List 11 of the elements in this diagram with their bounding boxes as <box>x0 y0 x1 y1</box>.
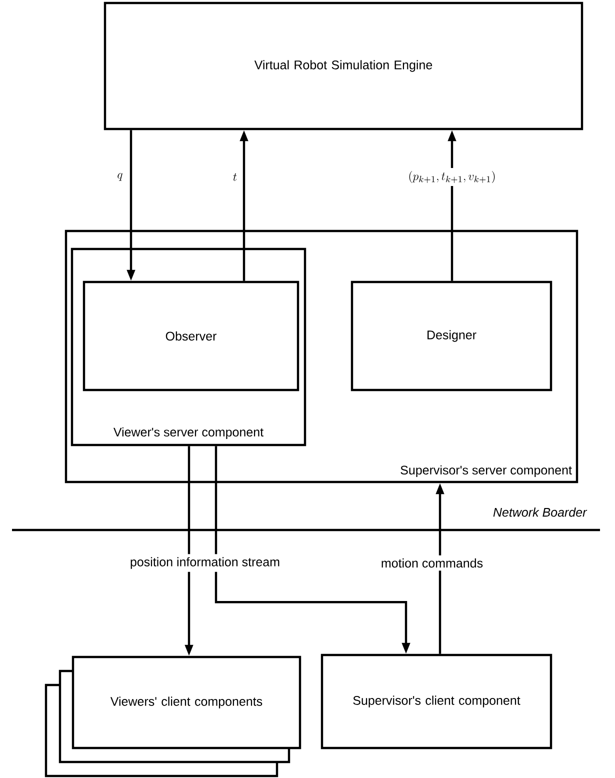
edge-label: position information stream <box>126 554 284 572</box>
process-box: Supervisor's client component <box>320 654 552 750</box>
border-label: Network Boarder <box>493 508 588 517</box>
engine-box: Virtual Robot Simulation Engine <box>104 2 584 130</box>
edge-label: $(p_{k+1},t_{k+1},v_{k+1})$ <box>405 168 499 186</box>
process-box: Observer <box>82 280 300 392</box>
edge-label: $q$ <box>118 173 122 181</box>
process-box: Designer <box>350 280 552 392</box>
edge-label: motion commands <box>378 555 486 571</box>
edge-label: $t$ <box>233 173 237 181</box>
stacked-box: Viewers' client components <box>44 656 302 778</box>
